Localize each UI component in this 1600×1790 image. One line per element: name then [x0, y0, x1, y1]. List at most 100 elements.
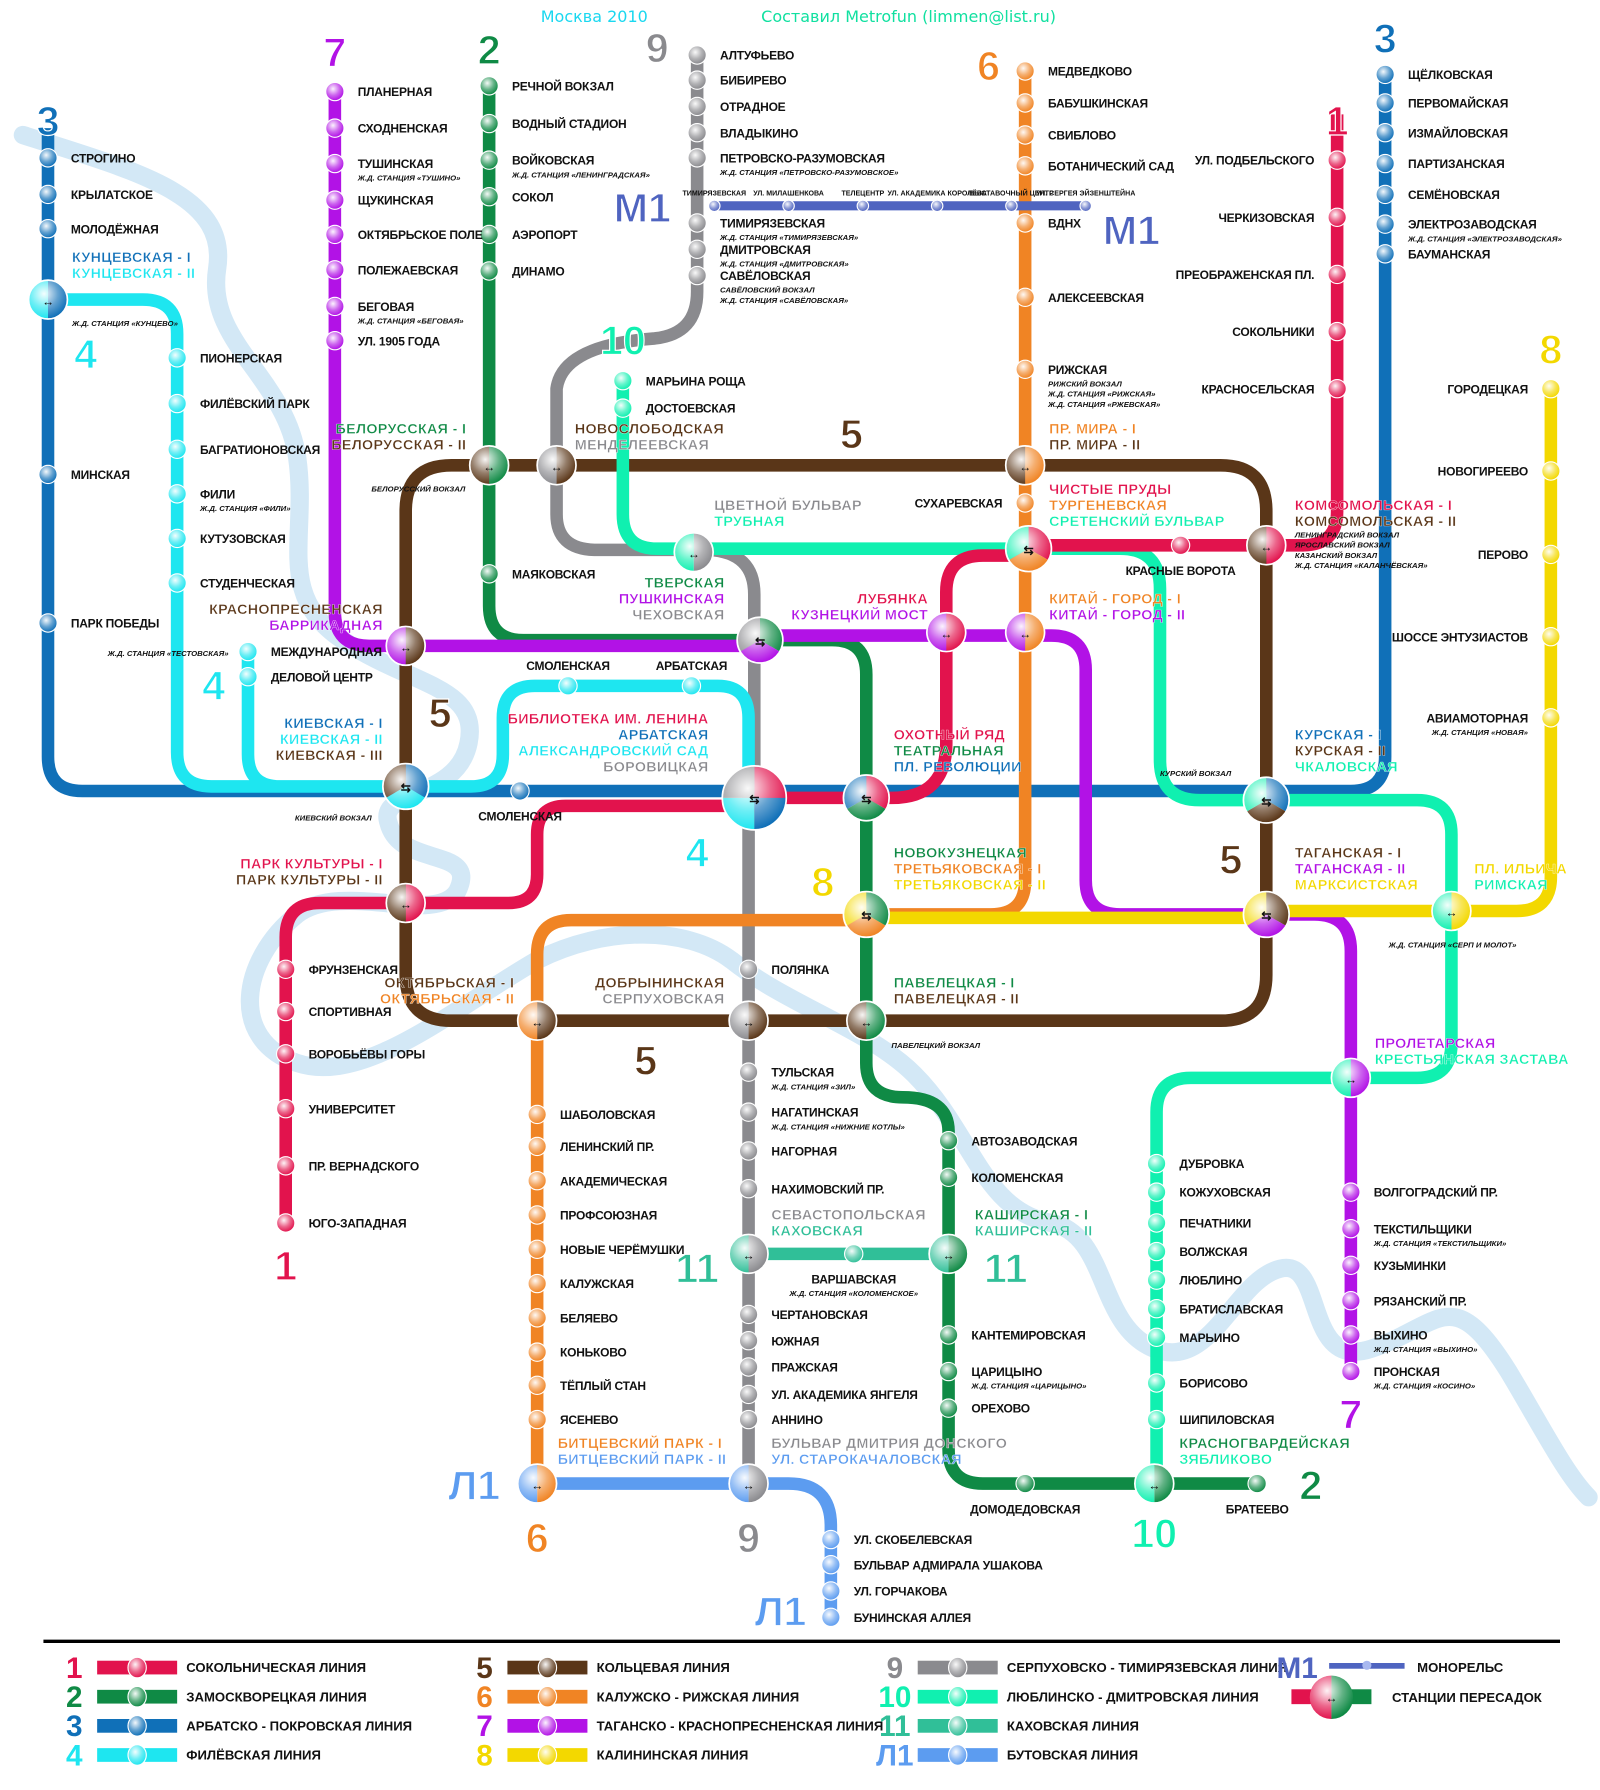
station-1-10[interactable]: ПР. ВЕРНАДСКОГО	[276, 1156, 419, 1176]
station-2-4[interactable]: АЭРОПОРТ	[479, 224, 579, 245]
station-9-13[interactable]: ЧЕРТАНОВСКАЯ	[738, 1304, 868, 1325]
station-9-12[interactable]: НАХИМОВСКИЙ ПР.	[738, 1178, 884, 1199]
station-3-5[interactable]: СМОЛЕНСКАЯ	[478, 781, 562, 824]
station-4-9[interactable]: АРБАТСКАЯ	[656, 659, 727, 696]
station-10-9[interactable]: БОРИСОВО	[1146, 1373, 1248, 1393]
station-3-4[interactable]: ПАРК ПОБЕДЫ	[38, 613, 159, 633]
station-10-10[interactable]: ШИПИЛОВСКАЯ	[1146, 1409, 1274, 1430]
station-1-9[interactable]: УНИВЕРСИТЕТ	[276, 1098, 396, 1119]
station-6-7[interactable]: СУХАРЕВСКАЯ	[915, 493, 1035, 513]
station-7-8[interactable]: ВОЛГОГРАДСКИЙ ПР.	[1341, 1182, 1498, 1202]
station-3-0[interactable]: СТРОГИНО	[38, 148, 136, 168]
station-7-7[interactable]: УЛ. 1905 ГОДА	[325, 331, 441, 351]
station-7-4[interactable]: ОКТЯБРЬСКОЕ ПОЛЕ	[325, 224, 483, 245]
station-1-8[interactable]: ВОРОБЬЁВЫ ГОРЫ	[276, 1044, 425, 1064]
station-7-11[interactable]: РЯЗАНСКИЙ ПР.	[1341, 1290, 1467, 1311]
station-3-1[interactable]: КРЫЛАТСКОЕ	[38, 184, 153, 205]
station-4-1[interactable]: ФИЛЁВСКИЙ ПАРК	[167, 393, 311, 414]
station-8-3[interactable]: ШОССЕ ЭНТУЗИАСТОВ	[1392, 627, 1561, 647]
station-10-0[interactable]: МАРЬИНА РОЩА	[613, 371, 746, 391]
station-4-0[interactable]: ПИОНЕРСКАЯ	[167, 348, 282, 368]
station-9-11[interactable]: НАГОРНАЯ	[738, 1141, 837, 1161]
station-10-4[interactable]: ПЕЧАТНИКИ	[1146, 1213, 1251, 1233]
station-1-2[interactable]: ПРЕОБРАЖЕНСКАЯ ПЛ.	[1176, 264, 1347, 285]
station-M1-2[interactable]: ТЕЛЕЦЕНТР	[841, 190, 885, 213]
station-3-7[interactable]: ПЕРВОМАЙСКАЯ	[1375, 93, 1508, 113]
station-7-0[interactable]: ПЛАНЕРНАЯ	[325, 81, 432, 102]
station-L1-1[interactable]: БУЛЬВАР АДМИРАЛА УШАКОВА	[821, 1554, 1044, 1575]
station-1-3[interactable]: СОКОЛЬНИКИ	[1232, 321, 1347, 342]
station-1-0[interactable]: УЛ. ПОДБЕЛЬСКОГО	[1195, 150, 1347, 170]
station-6-17[interactable]: ЯСЕНЕВО	[527, 1409, 618, 1430]
station-3-12[interactable]: БАУМАНСКАЯ	[1375, 244, 1490, 264]
station-10-2[interactable]: ДУБРОВКА	[1146, 1153, 1245, 1174]
station-7-1[interactable]: СХОДНЕНСКАЯ	[325, 118, 448, 138]
station-4-6[interactable]: МЕЖДУНАРОДНАЯ	[238, 641, 382, 662]
station-6-11[interactable]: ПРОФСОЮЗНАЯ	[527, 1205, 657, 1225]
station-4-8[interactable]: СМОЛЕНСКАЯ	[526, 659, 610, 696]
station-9-8[interactable]: ПОЛЯНКА	[738, 959, 830, 979]
station-9-0[interactable]: АЛТУФЬЕВО	[687, 45, 794, 65]
station-2-0[interactable]: РЕЧНОЙ ВОКЗАЛ	[479, 76, 614, 96]
station-3-6[interactable]: ЩЁЛКОВСКАЯ	[1375, 64, 1493, 85]
station-6-3[interactable]: БОТАНИЧЕСКИЙ САД	[1015, 156, 1175, 176]
station-6-8[interactable]: ШАБОЛОВСКАЯ	[527, 1104, 655, 1125]
station-9-16[interactable]: УЛ. АКАДЕМИКА ЯНГЕЛЯ	[738, 1384, 918, 1405]
station-10-7[interactable]: БРАТИСЛАВСКАЯ	[1146, 1298, 1283, 1319]
station-6-9[interactable]: ЛЕНИНСКИЙ ПР.	[527, 1136, 654, 1157]
station-6-4[interactable]: ВДНХ	[1015, 213, 1081, 233]
transfer-station-3[interactable]: ↔ПР. МИРА - IПР. МИРА - II	[1004, 421, 1141, 486]
station-7-10[interactable]: КУЗЬМИНКИ	[1341, 1255, 1446, 1275]
station-2-8[interactable]: КОЛОМЕНСКАЯ	[938, 1167, 1063, 1187]
station-M1-3[interactable]: УЛ. АКАДЕМИКА КОРОЛЁВА	[887, 190, 987, 213]
station-M1-5[interactable]: УЛ. СЕРГЕЯ ЭЙЗЕНШТЕЙНА	[1036, 189, 1135, 213]
station-6-13[interactable]: КАЛУЖСКАЯ	[527, 1273, 634, 1294]
station-2-7[interactable]: АВТОЗАВОДСКАЯ	[938, 1130, 1077, 1151]
station-1-5[interactable]: КРАСНЫЕ ВОРОТА	[1126, 535, 1237, 578]
station-9-17[interactable]: АННИНО	[738, 1409, 823, 1430]
station-2-3[interactable]: СОКОЛ	[479, 186, 554, 207]
station-4-4[interactable]: КУТУЗОВСКАЯ	[167, 528, 286, 549]
station-1-6[interactable]: ФРУНЗЕНСКАЯ	[276, 959, 398, 979]
station-1-1[interactable]: ЧЕРКИЗОВСКАЯ	[1218, 207, 1347, 227]
station-9-15[interactable]: ПРАЖСКАЯ	[738, 1357, 838, 1377]
station-2-9[interactable]: КАНТЕМИРОВСКАЯ	[938, 1325, 1086, 1345]
station-2-6[interactable]: МАЯКОВСКАЯ	[479, 564, 595, 584]
station-4-2[interactable]: БАГРАТИОНОВСКАЯ	[167, 439, 320, 459]
station-1-11[interactable]: ЮГО-ЗАПАДНАЯ	[276, 1213, 407, 1233]
station-L1-0[interactable]: УЛ. СКОБЕЛЕВСКАЯ	[821, 1529, 972, 1550]
station-3-2[interactable]: МОЛОДЁЖНАЯ	[38, 218, 159, 239]
station-8-0[interactable]: ГОРОДЕЦКАЯ	[1447, 379, 1561, 399]
